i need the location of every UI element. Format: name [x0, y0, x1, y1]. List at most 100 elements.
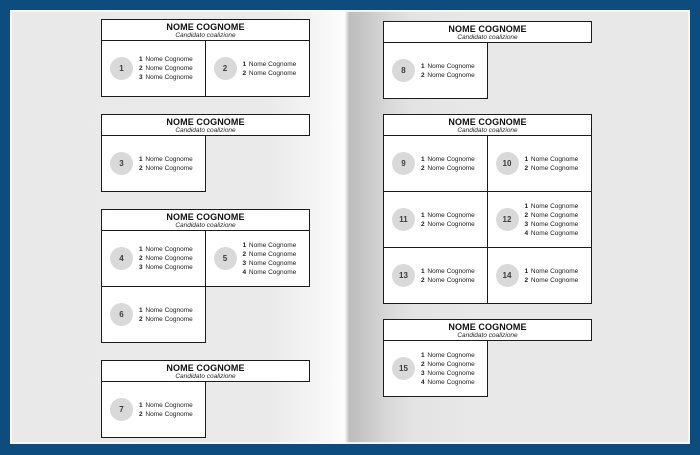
preference-number-circle: 3 — [110, 152, 133, 175]
preference-number-circle: 1 — [110, 57, 133, 80]
coalition-subtitle: Candidato coalizione — [457, 127, 518, 134]
candidate-item: 2 Nome Cognome — [421, 360, 475, 368]
candidate-item: 1 Nome Cognome — [421, 211, 475, 219]
candidate-item: 3 Nome Cognome — [139, 264, 193, 271]
preference-number-circle: 8 — [392, 59, 415, 82]
preference-number-circle: 11 — [392, 208, 415, 231]
coalition-title: NOME COGNOME — [166, 117, 245, 127]
preference-number-circle: 7 — [110, 398, 133, 421]
empty-cell — [206, 382, 311, 438]
coalition-subtitle: Candidato coalizione — [457, 34, 518, 41]
candidate-item: 1 Nome Cognome — [242, 60, 297, 68]
coalition-title: NOME COGNOME — [448, 24, 527, 34]
coalition-subtitle: Candidato coalizione — [457, 332, 518, 339]
candidate-item: 2 Nome Cognome — [524, 276, 579, 284]
preference-number-circle: 12 — [495, 208, 519, 231]
candidate-item: 4 Nome Cognome — [524, 229, 579, 237]
candidate-item: 2 Nome Cognome — [242, 250, 297, 258]
coalition-subtitle: Candidato coalizione — [175, 373, 236, 380]
preference-number-circle: 10 — [495, 152, 519, 175]
coalition-subtitle: Candidato coalizione — [175, 32, 236, 39]
candidate-item: 2 Nome Cognome — [139, 410, 193, 418]
candidate-item: 2 Nome Cognome — [139, 255, 193, 262]
candidate-item: 1 Nome Cognome — [524, 267, 579, 275]
candidate-item: 2 Nome Cognome — [524, 164, 579, 172]
candidate-item: 4 Nome Cognome — [421, 378, 475, 386]
coalition-title: NOME COGNOME — [448, 322, 527, 332]
preference-number-circle: 14 — [495, 264, 519, 287]
candidate-item: 1 Nome Cognome — [139, 56, 193, 63]
empty-cell — [206, 136, 311, 192]
candidate-item: 1 Nome Cognome — [242, 241, 297, 249]
candidate-item: 3 Nome Cognome — [242, 259, 297, 267]
coalition-title: NOME COGNOME — [166, 212, 245, 222]
preference-number-circle: 5 — [213, 247, 237, 270]
coalition-title: NOME COGNOME — [448, 117, 527, 127]
coalition-subtitle: Candidato coalizione — [175, 127, 236, 134]
preference-number-circle: 2 — [213, 57, 237, 80]
candidate-item: 2 Nome Cognome — [242, 69, 297, 77]
coalition-subtitle: Candidato coalizione — [175, 222, 236, 229]
empty-cell — [206, 287, 311, 343]
preference-number-circle: 13 — [392, 264, 415, 287]
candidate-item: 2 Nome Cognome — [421, 220, 475, 228]
candidate-item: 1 Nome Cognome — [524, 155, 579, 163]
candidate-item: 1 Nome Cognome — [421, 155, 475, 163]
candidate-item: 3 Nome Cognome — [421, 369, 475, 377]
preference-number-circle: 6 — [110, 303, 133, 326]
candidate-item: 3 Nome Cognome — [139, 74, 193, 81]
candidate-list: 1 Nome Cognome 2 Nome Cognome 3 Nome Cogno… — [139, 55, 193, 82]
candidate-item: 2 Nome Cognome — [139, 315, 193, 323]
candidate-item: 1 Nome Cognome — [524, 202, 579, 210]
candidate-item: 2 Nome Cognome — [139, 65, 193, 72]
candidate-item: 2 Nome Cognome — [421, 276, 475, 284]
candidate-item: 1 Nome Cognome — [139, 155, 193, 163]
preference-number-circle: 9 — [392, 152, 415, 175]
candidate-item: 1 Nome Cognome — [139, 306, 193, 314]
preference-number-circle: 15 — [392, 357, 415, 380]
candidate-item: 2 Nome Cognome — [421, 71, 475, 79]
candidate-item: 2 Nome Cognome — [421, 164, 475, 172]
